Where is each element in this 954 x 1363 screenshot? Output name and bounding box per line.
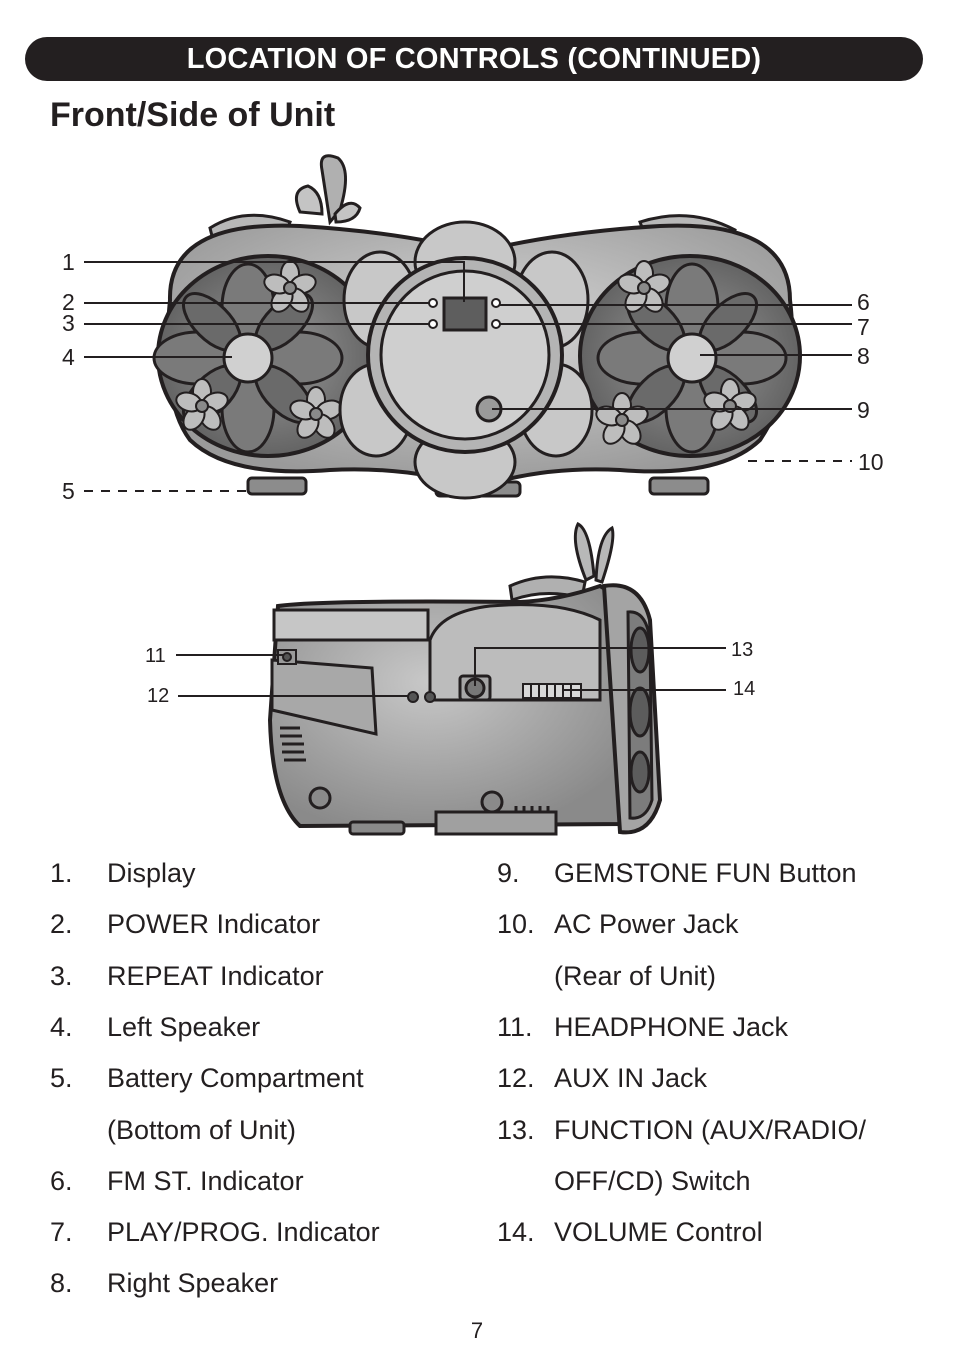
legend-number: 7. bbox=[50, 1217, 73, 1247]
callout-13: 13 bbox=[731, 639, 754, 661]
legend-text: PLAY/PROG. Indicator bbox=[107, 1217, 380, 1247]
legend-text: AUX IN Jack bbox=[554, 1063, 708, 1093]
legend-number: 9. bbox=[497, 858, 520, 888]
legend-number: 8. bbox=[50, 1268, 73, 1298]
page-title: Front/Side of Unit bbox=[50, 96, 336, 134]
legend-text: REPEAT Indicator bbox=[107, 961, 324, 991]
callout-4: 4 bbox=[62, 344, 75, 370]
legend-text: OFF/CD) Switch bbox=[554, 1166, 751, 1196]
legend-number: 4. bbox=[50, 1012, 73, 1042]
callout-6: 6 bbox=[857, 289, 870, 315]
legend-number: 6. bbox=[50, 1166, 73, 1196]
callout-10: 10 bbox=[858, 449, 884, 475]
front-callout-lines bbox=[84, 261, 852, 492]
legend-text: Right Speaker bbox=[107, 1268, 279, 1298]
legend-text: GEMSTONE FUN Button bbox=[554, 858, 857, 888]
legend-text: AC Power Jack bbox=[554, 909, 739, 939]
legend-text: FUNCTION (AUX/RADIO/ bbox=[554, 1115, 867, 1145]
callout-7: 7 bbox=[857, 314, 870, 340]
legend-number: 5. bbox=[50, 1063, 73, 1093]
side-callout-lines bbox=[176, 647, 726, 697]
legend-text: (Rear of Unit) bbox=[554, 961, 717, 991]
legend-number: 10. bbox=[497, 909, 535, 939]
legend-number: 13. bbox=[497, 1115, 535, 1145]
callout-14: 14 bbox=[733, 678, 756, 700]
legend-number: 12. bbox=[497, 1063, 535, 1093]
callout-12: 12 bbox=[147, 685, 170, 707]
legend-number: 3. bbox=[50, 961, 73, 991]
legend-text: Battery Compartment bbox=[107, 1063, 364, 1093]
legend-text: VOLUME Control bbox=[554, 1217, 763, 1247]
legend-number: 11. bbox=[497, 1012, 533, 1042]
side-view-illustration bbox=[267, 521, 663, 836]
legend-number: 2. bbox=[50, 909, 73, 939]
legend-text: Display bbox=[107, 858, 196, 888]
page-number: 7 bbox=[470, 1318, 484, 1343]
legend-text: Left Speaker bbox=[107, 1012, 261, 1042]
legend-text: (Bottom of Unit) bbox=[107, 1115, 297, 1145]
callout-11: 11 bbox=[145, 645, 166, 667]
callout-9: 9 bbox=[857, 397, 870, 423]
callout-8: 8 bbox=[857, 343, 870, 369]
callout-5: 5 bbox=[62, 478, 75, 504]
product-diagram bbox=[84, 154, 852, 836]
callout-2: 2 bbox=[62, 289, 75, 315]
callout-1: 1 bbox=[62, 249, 75, 275]
section-header-title: LOCATION OF CONTROLS (CONTINUED) bbox=[186, 42, 762, 75]
legend-text: POWER Indicator bbox=[107, 909, 321, 939]
front-view-illustration bbox=[152, 154, 802, 500]
legend-text: FM ST. Indicator bbox=[107, 1166, 304, 1196]
legend-text: HEADPHONE Jack bbox=[554, 1012, 789, 1042]
section-header-bar: LOCATION OF CONTROLS (CONTINUED) bbox=[25, 37, 923, 81]
legend-number: 1. bbox=[50, 858, 73, 888]
legend-number: 14. bbox=[497, 1217, 535, 1247]
callout-3: 3 bbox=[62, 310, 75, 336]
